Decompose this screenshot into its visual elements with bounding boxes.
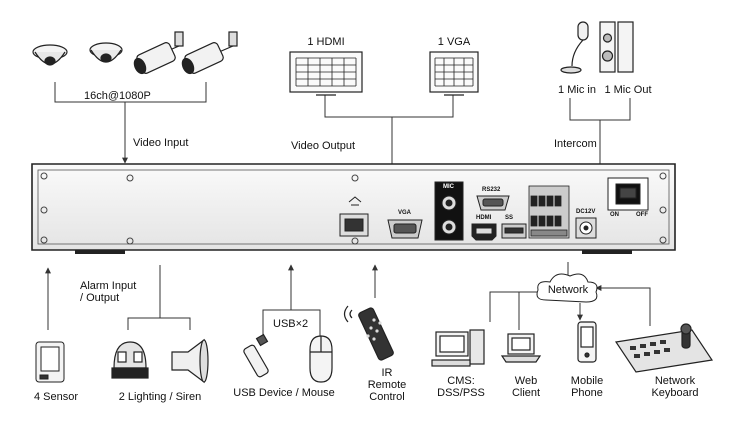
mobile-phone-icon — [577, 321, 597, 363]
cms-computer-icon — [431, 329, 485, 367]
ir-label: IR Remote Control — [367, 367, 407, 403]
usb-port — [501, 223, 527, 239]
hdmi-monitor-icon — [289, 51, 363, 96]
switch-on-label: ON — [610, 212, 619, 218]
speaker-icon — [599, 21, 634, 73]
connector-usb — [262, 264, 321, 338]
mic-out-label: 1 Mic Out — [604, 84, 652, 96]
connector-video-input — [54, 82, 207, 164]
alarm-terminal-block — [528, 185, 570, 239]
lan-port — [339, 196, 369, 237]
usb-device-label: USB Device / Mouse — [233, 387, 335, 399]
connector-network — [489, 262, 651, 330]
power-in-label: DC12V — [576, 209, 596, 215]
web-label: Web Client — [511, 375, 541, 399]
intercom-label: Intercom — [554, 138, 597, 150]
network-label: Network — [547, 284, 589, 296]
connector-video-output — [324, 95, 454, 165]
hdmi-port-label: HDMI — [476, 215, 492, 221]
video-input-label: Video Input — [133, 137, 189, 149]
bullet-camera-icon — [181, 31, 238, 75]
cameras-label: 16ch@1080P — [84, 90, 151, 102]
mouse-icon — [309, 335, 333, 383]
video-output-label: Video Output — [291, 140, 356, 152]
cms-label: CMS: DSS/PSS — [437, 375, 485, 399]
siren-lighting-icon — [111, 341, 149, 379]
sensor-label: 4 Sensor — [33, 391, 79, 403]
switch-off-label: OFF — [636, 212, 648, 218]
power-jack — [575, 217, 597, 239]
hdmi-port — [471, 223, 497, 241]
keyboard-label: Network Keyboard — [651, 375, 699, 399]
ir-remote-icon — [343, 305, 394, 361]
usb-label: USB×2 — [273, 318, 309, 330]
dome-camera-icon — [89, 42, 123, 63]
hdmi-label: 1 HDMI — [307, 36, 345, 48]
lighting-label: 2 Lighting / Siren — [118, 391, 202, 403]
dome-camera-icon — [32, 44, 68, 66]
vga-port — [387, 219, 423, 239]
usb-port-label: SS — [505, 215, 514, 221]
network-keyboard-icon — [614, 323, 714, 373]
alarm-label: Alarm Input / Output — [80, 280, 137, 304]
vga-monitor-label: 1 VGA — [437, 36, 471, 48]
rs232-port — [476, 195, 510, 211]
vga-monitor-icon — [429, 51, 479, 96]
mic-port-label: MIC — [443, 184, 454, 190]
mic-in-label: 1 Mic in — [558, 84, 596, 96]
vga-port-label: VGA — [398, 210, 412, 216]
mic-port — [434, 181, 464, 241]
sensor-icon — [35, 341, 65, 383]
connector-intercom — [569, 98, 631, 165]
power-switch — [607, 177, 649, 211]
bullet-camera-icon — [133, 31, 184, 75]
connector-alarm — [127, 265, 191, 330]
usb-stick-icon — [243, 333, 269, 378]
siren-horn-icon — [171, 338, 209, 384]
web-client-laptop-icon — [500, 333, 542, 363]
rs232-port-label: RS232 — [482, 187, 501, 193]
network-cloud-icon — [536, 273, 598, 303]
mobile-label: Mobile Phone — [570, 375, 604, 399]
microphone-icon — [560, 21, 589, 74]
